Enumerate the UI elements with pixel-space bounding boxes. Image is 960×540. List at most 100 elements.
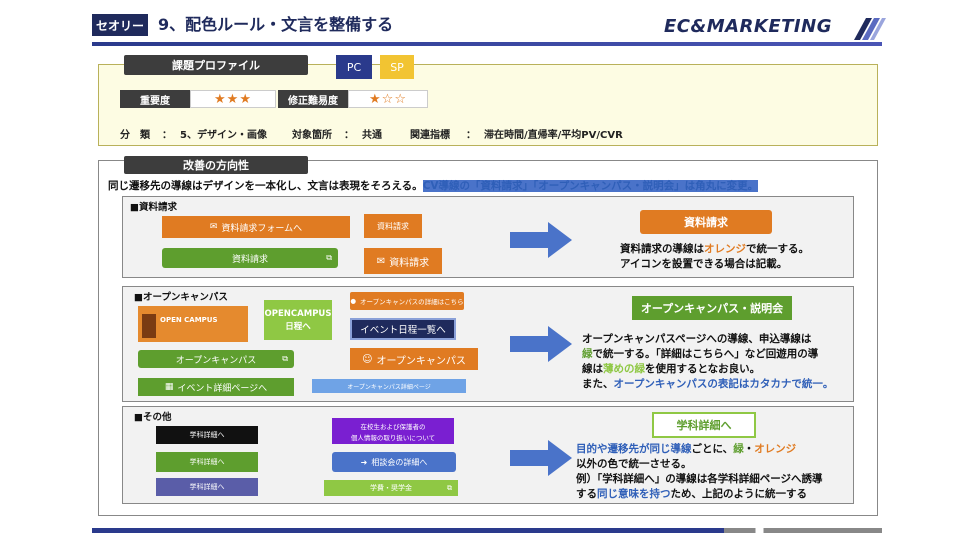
doc-request-icon-button[interactable]: ✉ 資料請求: [364, 248, 442, 274]
s2-desc-line3b: を使用するとなお良い。: [645, 363, 761, 375]
opencampus-green-button[interactable]: オープンキャンパス ⧉: [138, 350, 294, 368]
dept-detail-black-button[interactable]: 学科詳細へ: [156, 426, 258, 444]
others-description: 目的や遷移先が同じ導線ごとに、緑・オレンジ 以外の色で統一させる。 例）「学科詳…: [576, 442, 823, 502]
direction-summary-a: 同じ遷移先の導線はデザインを一本化し、文言は表現をそろえる。: [108, 180, 423, 192]
event-schedule-list-button[interactable]: イベント日程一覧へ: [350, 318, 456, 340]
event-detail-page-button[interactable]: ▦ イベント詳細ページへ: [138, 378, 294, 396]
s3-desc-line2: 以外の色で統一させる。: [576, 458, 692, 470]
banner-title: OPEN CAMPUS: [160, 316, 218, 324]
s3-desc-l4-blue: 同じ意味を持つ: [597, 488, 671, 500]
brand-logo: EC&MARKETING: [664, 12, 886, 42]
consultation-detail-label: 相談会の詳細へ: [371, 457, 428, 467]
doc-request-icon-label: 資料請求: [389, 257, 430, 269]
s1-desc-b: で統一する。: [746, 243, 809, 255]
doc-request-description: 資料請求の導線はオレンジで統一する。 アイコンを設置できる場合は記載。: [620, 242, 809, 272]
opencampus-detail-small-label: オープンキャンパスの詳細はこちら: [360, 298, 464, 306]
profile-meta: 分 類 ： 5、デザイン・画像 対象箇所 ： 共通 関連指標 ： 滞在時間/直帰…: [120, 126, 623, 141]
tuition-scholarship-label: 学費・奨学金: [370, 484, 412, 492]
s2-desc-lightgreen: 薄めの緑: [603, 363, 645, 375]
s2-desc-line4a: また、: [582, 378, 614, 390]
doc-request-result-title: 資料請求: [640, 210, 772, 234]
s3-desc-blue: 目的や遷移先が同じ導線: [576, 443, 692, 455]
logo-text: EC&MARKETING: [664, 16, 832, 37]
s3-desc-l4a: する: [576, 488, 597, 500]
theory-badge: セオリー: [92, 14, 148, 36]
category-colon: ：: [162, 130, 172, 141]
privacy-line1: 在校生および保護者の: [360, 422, 426, 431]
opencampus-detail-lightblue-button[interactable]: オープンキャンパス詳細ページ: [312, 379, 466, 393]
s1-desc-a: 資料請求の導線は: [620, 243, 704, 255]
dept-detail-result-title: 学科詳細へ: [652, 412, 756, 438]
s2-desc-green: 緑: [582, 348, 593, 360]
metric-label: 関連指標: [410, 130, 450, 141]
s2-desc-line1: オープンキャンパスページへの導線、申込導線は: [582, 333, 812, 345]
tuition-scholarship-button[interactable]: 学費・奨学金 ⧉: [324, 480, 458, 496]
arrow-right-icon: [510, 222, 572, 258]
opencampus-green-label: オープンキャンパス: [175, 355, 257, 366]
s1-desc-orange: オレンジ: [704, 243, 746, 255]
privacy-policy-button[interactable]: 在校生および保護者の 個人情報の取り扱いについて: [332, 418, 454, 444]
s2-desc-line3a: 線は: [582, 363, 603, 375]
event-detail-page-label: イベント詳細ページへ: [177, 383, 268, 394]
s3-desc-green: 緑: [733, 443, 744, 455]
section-2-label: ■オープンキャンパス: [134, 292, 228, 303]
sp-tab: SP: [380, 55, 414, 79]
metric-colon: ：: [466, 130, 476, 141]
dept-detail-mauve-button[interactable]: 学科詳細へ: [156, 478, 258, 496]
circle-icon: ●: [350, 297, 357, 305]
consultation-detail-button[interactable]: ➜ 相談会の詳細へ: [332, 452, 456, 472]
banner-person-image: [142, 314, 156, 338]
target-value: 共通: [362, 130, 382, 141]
doc-request-form-label: 資料請求フォームへ: [221, 223, 303, 234]
footer-rule: [92, 528, 882, 533]
s1-desc-line2: アイコンを設置できる場合は記載。: [620, 258, 788, 270]
opencampus-schedule-button[interactable]: OPENCAMPUS 日程へ: [264, 300, 332, 340]
external-link-icon: ⧉: [447, 483, 452, 492]
opencampus-schedule-line1: OPENCAMPUS: [264, 308, 332, 319]
arrow-circle-icon: ➜: [360, 457, 368, 467]
calendar-icon: ▦: [164, 382, 174, 392]
doc-request-green-button[interactable]: 資料請求 ⧉: [162, 248, 338, 268]
target-label: 対象箇所: [292, 130, 332, 141]
s3-desc-line3: 例）「学科詳細へ」の導線は各学科詳細ページへ誘導: [576, 473, 823, 485]
header-rule: [92, 42, 882, 46]
opencampus-detail-small-button[interactable]: ● オープンキャンパスの詳細はこちら: [350, 292, 464, 310]
s3-desc-orange: オレンジ: [754, 443, 797, 455]
arrow-right-icon: [510, 440, 572, 476]
importance-label: 重要度: [120, 90, 190, 108]
direction-tab: 改善の方向性: [124, 156, 308, 174]
s3-desc-l1b: ごとに、: [691, 443, 734, 455]
category-label: 分 類: [120, 130, 150, 141]
opencampus-description: オープンキャンパスページへの導線、申込導線は 緑で統一する。「詳細はこちらへ」な…: [582, 332, 833, 392]
opencampus-orange-label: オープンキャンパス: [376, 355, 466, 367]
doc-request-green-label: 資料請求: [231, 254, 268, 265]
s3-desc-l4b: ため、上記のように統一する: [670, 488, 808, 500]
profile-tab: 課題プロファイル: [124, 55, 308, 75]
privacy-line2: 個人情報の取り扱いについて: [350, 433, 436, 442]
difficulty-label: 修正難易度: [278, 90, 348, 108]
opencampus-schedule-line2: 日程へ: [285, 321, 311, 332]
metric-value: 滞在時間/直帰率/平均PV/CVR: [484, 130, 623, 141]
direction-summary: 同じ遷移先の導線はデザインを一本化し、文言は表現をそろえる。CV導線の「資料請求…: [108, 178, 759, 193]
open-campus-banner[interactable]: OPEN CAMPUS: [138, 306, 248, 342]
difficulty-stars: ★☆☆: [348, 90, 428, 108]
arrow-right-icon: [510, 326, 572, 362]
logo-mark-icon: [854, 18, 886, 40]
s2-desc-line2: で統一する。「詳細はこちらへ」など回遊用の導: [592, 348, 819, 360]
envelope-icon: ✉: [376, 255, 386, 267]
people-icon: ☺: [362, 353, 373, 365]
doc-request-form-button[interactable]: ✉ 資料請求フォームへ: [162, 216, 350, 238]
opencampus-orange-button[interactable]: ☺ オープンキャンパス: [350, 348, 478, 370]
section-3-label: ■その他: [134, 412, 172, 423]
opencampus-result-title: オープンキャンパス・説明会: [632, 296, 792, 320]
dept-detail-green-button[interactable]: 学科詳細へ: [156, 452, 258, 472]
s2-desc-blue: オープンキャンパスの表記はカタカナで統一。: [613, 378, 834, 390]
category-value: 5、デザイン・画像: [180, 130, 267, 141]
s3-desc-l1c: ・: [743, 443, 755, 455]
direction-summary-b: CV導線の「資料請求」「オープンキャンパス・説明会」は角丸に変更。: [422, 180, 759, 192]
page-title: 9、配色ルール・文言を整備する: [158, 15, 394, 34]
pc-tab: PC: [336, 55, 372, 79]
mail-icon: ✉: [209, 222, 218, 232]
importance-stars: ★★★: [190, 90, 276, 108]
doc-request-small-button[interactable]: 資料請求: [364, 214, 422, 238]
